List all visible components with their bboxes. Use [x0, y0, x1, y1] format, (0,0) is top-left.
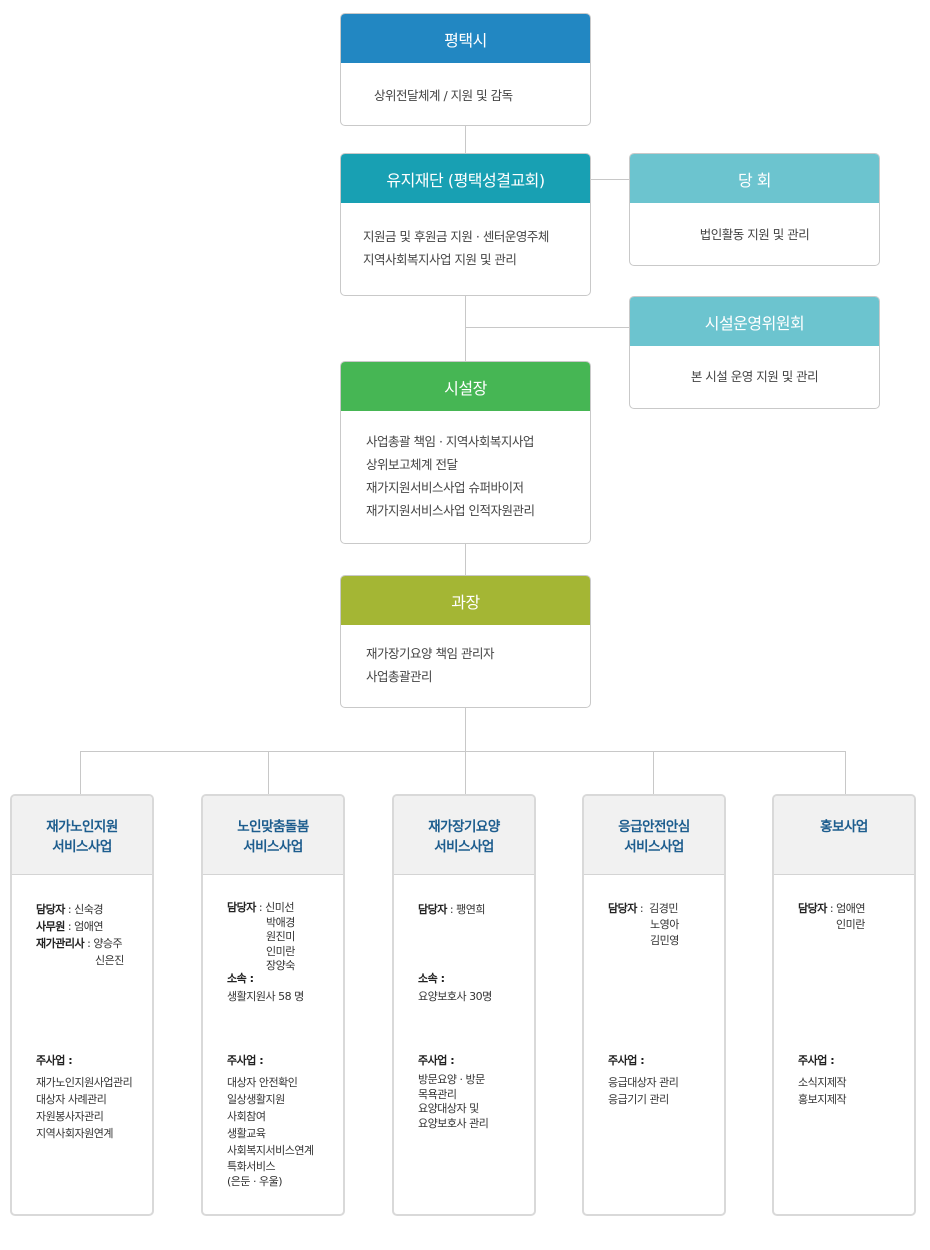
dept-staff: 담당자 : 팽연희 — [418, 903, 485, 916]
city-desc: 상위전달체계 / 지원 및 감독 — [374, 88, 513, 103]
dept-staff: 담당자 : 신미선 박애경 원진미 인미란 장양숙 — [227, 901, 295, 972]
committee-box: 시설운영위원회 본 시설 운영 지원 및 관리 — [629, 296, 880, 409]
committee-desc: 본 시설 운영 지원 및 관리 — [690, 369, 819, 384]
manager-box: 과장 재가장기요양 책임 관리자 사업총괄관리 — [340, 575, 591, 708]
dept-main: 주사업 : 소식지제작 홍보지제작 — [798, 1054, 847, 1106]
connector-dept-1 — [80, 751, 81, 795]
connector-dept-4 — [653, 751, 654, 795]
foundation-desc: 지원금 및 후원금 지원 · 센터운영주체 지역사회복지사업 지원 및 관리 — [363, 229, 549, 267]
dept-title: 재가노인지원 서비스사업 — [12, 796, 152, 875]
dept-staff: 담당자 : 김경민 노영아 김민영 — [608, 902, 679, 947]
dept-long-term-care: 재가장기요양 서비스사업 담당자 : 팽연희 소속 : 요양보호사 30명 주사… — [392, 794, 536, 1216]
foundation-title: 유지재단 (평택성결교회) — [341, 154, 590, 203]
dept-affiliation: 소속 : 요양보호사 30명 — [418, 972, 492, 1003]
dept-title: 노인맞춤돌봄 서비스사업 — [203, 796, 343, 875]
dept-home-care-support: 재가노인지원 서비스사업 담당자 : 신숙경 사무원 : 엄애연 재가관리사 :… — [10, 794, 154, 1216]
dept-main: 주사업 : 방문요양 · 방문 목욕관리 요양대상자 및 요양보호사 관리 — [418, 1054, 489, 1130]
dept-main: 주사업 : 대상자 안전확인 일상생활지원 사회참여 생활교육 사회복지서비스연… — [227, 1054, 314, 1188]
dept-title: 재가장기요양 서비스사업 — [394, 796, 534, 875]
connector-foundation-director — [465, 295, 466, 362]
dept-title: 응급안전안심 서비스사업 — [584, 796, 724, 875]
dept-emergency-safety: 응급안전안심 서비스사업 담당자 : 김경민 노영아 김민영 주사업 : 응급대… — [582, 794, 726, 1216]
city-box: 평택시 상위전달체계 / 지원 및 감독 — [340, 13, 591, 126]
connector-dept-bar — [80, 751, 846, 752]
connector-city-foundation — [465, 125, 466, 154]
dept-affiliation: 소속 : 생활지원사 58 명 — [227, 972, 304, 1003]
dept-promotion: 홍보사업 담당자 : 엄애연 인미란 주사업 : 소식지제작 홍보지제작 — [772, 794, 916, 1216]
director-desc: 사업총괄 책임 · 지역사회복지사업 상위보고체계 전달 재가지원서비스사업 슈… — [366, 434, 535, 518]
director-title: 시설장 — [341, 362, 590, 411]
connector-dept-2 — [268, 751, 269, 795]
director-box: 시설장 사업총괄 책임 · 지역사회복지사업 상위보고체계 전달 재가지원서비스… — [340, 361, 591, 544]
dept-staff: 담당자 : 엄애연 인미란 — [798, 902, 865, 931]
committee-title: 시설운영위원회 — [630, 297, 879, 346]
dept-main: 주사업 : 응급대상자 관리 응급기기 관리 — [608, 1054, 679, 1106]
dept-staff: 담당자 : 신숙경 사무원 : 엄애연 재가관리사 : 양승주 신은진 — [36, 903, 124, 967]
dept-main: 주사업 : 재가노인지원사업관리 대상자 사례관리 자원봉사자관리 지역사회자원… — [36, 1054, 133, 1140]
connector-committee — [465, 327, 630, 328]
council-box: 당 회 법인활동 지원 및 관리 — [629, 153, 880, 266]
foundation-box: 유지재단 (평택성결교회) 지원금 및 후원금 지원 · 센터운영주체 지역사회… — [340, 153, 591, 296]
city-title: 평택시 — [341, 14, 590, 63]
council-title: 당 회 — [630, 154, 879, 203]
connector-foundation-council — [590, 179, 630, 180]
dept-customized-care: 노인맞춤돌봄 서비스사업 담당자 : 신미선 박애경 원진미 인미란 장양숙 소… — [201, 794, 345, 1216]
manager-title: 과장 — [341, 576, 590, 625]
connector-director-manager — [465, 543, 466, 576]
connector-dept-5 — [845, 751, 846, 795]
manager-desc: 재가장기요양 책임 관리자 사업총괄관리 — [366, 646, 494, 684]
council-desc: 법인활동 지원 및 관리 — [699, 227, 810, 242]
dept-title: 홍보사업 — [774, 796, 914, 875]
